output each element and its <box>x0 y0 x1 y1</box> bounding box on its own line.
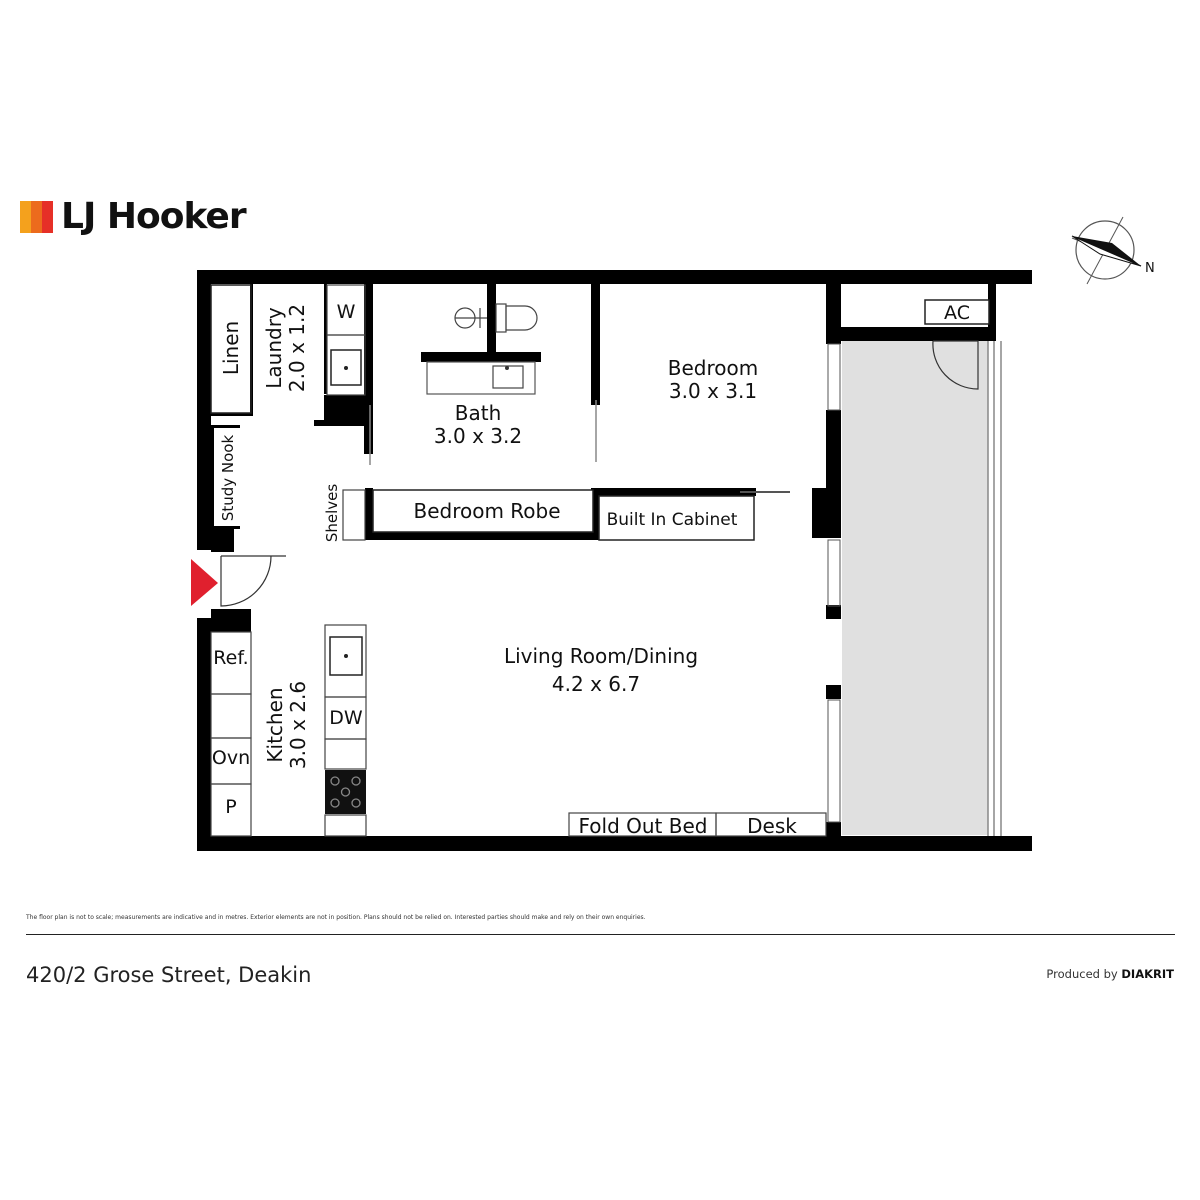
bedroom-robe-label: Bedroom Robe <box>413 499 560 523</box>
fold-out-bed-label: Fold Out Bed <box>579 814 708 838</box>
logo-bar-red <box>42 200 53 233</box>
brand-logo: LJ Hooker <box>20 196 247 237</box>
logo-bar-orange <box>31 200 42 233</box>
bedroom-label: Bedroom <box>668 356 758 380</box>
washer-label: W <box>337 301 356 323</box>
laundry-size: 2.0 x 1.2 <box>285 304 309 392</box>
entry-door-swing <box>220 555 272 607</box>
producer-prefix: Produced by <box>1046 967 1118 981</box>
living-size: 4.2 x 6.7 <box>552 672 640 696</box>
oven-label: Ovn <box>212 747 250 769</box>
kitchen-size: 3.0 x 2.6 <box>286 681 310 769</box>
desk-label: Desk <box>747 814 797 838</box>
bedroom-size: 3.0 x 3.1 <box>669 379 757 403</box>
entry-marker-icon <box>191 559 218 606</box>
laundry-sink-icon <box>330 349 362 386</box>
linen-label: Linen <box>219 321 243 375</box>
balcony-area <box>842 341 988 835</box>
property-address: 420/2 Grose Street, Deakin <box>26 963 312 987</box>
compass-icon <box>1071 216 1142 285</box>
pantry-label: P <box>225 796 236 818</box>
kitchen-label: Kitchen <box>263 687 287 762</box>
shower-icon <box>454 307 487 329</box>
cooktop-icon <box>325 770 366 814</box>
built-in-cabinet-label: Built In Cabinet <box>607 510 738 530</box>
exterior-walls <box>197 270 1032 851</box>
living-label: Living Room/Dining <box>504 644 698 668</box>
dishwasher-label: DW <box>329 707 363 729</box>
producer-credit: Produced by DIAKRIT <box>1046 967 1174 981</box>
logo-bar-yellow <box>20 200 31 233</box>
ac-door-swing <box>932 340 979 390</box>
compass-north-label: N <box>1145 261 1155 276</box>
logo-color-bars <box>20 200 53 233</box>
refrigerator-label: Ref. <box>213 647 248 669</box>
bath-label: Bath <box>455 401 502 425</box>
kitchen-sink-icon <box>329 636 363 676</box>
interior-walls <box>211 284 996 836</box>
footer-divider <box>26 934 1175 935</box>
producer-brand: DIAKRIT <box>1121 967 1174 981</box>
brand-name: LJ Hooker <box>61 196 247 237</box>
vanity-basin-icon <box>492 365 524 389</box>
shelves-label: Shelves <box>323 484 341 543</box>
ac-label: AC <box>944 302 970 324</box>
laundry-label: Laundry <box>262 307 286 389</box>
bath-size: 3.0 x 3.2 <box>434 424 522 448</box>
study-nook-label: Study Nook <box>219 435 237 522</box>
toilet-icon <box>495 303 538 333</box>
disclaimer-text: The floor plan is not to scale; measurem… <box>26 914 646 921</box>
